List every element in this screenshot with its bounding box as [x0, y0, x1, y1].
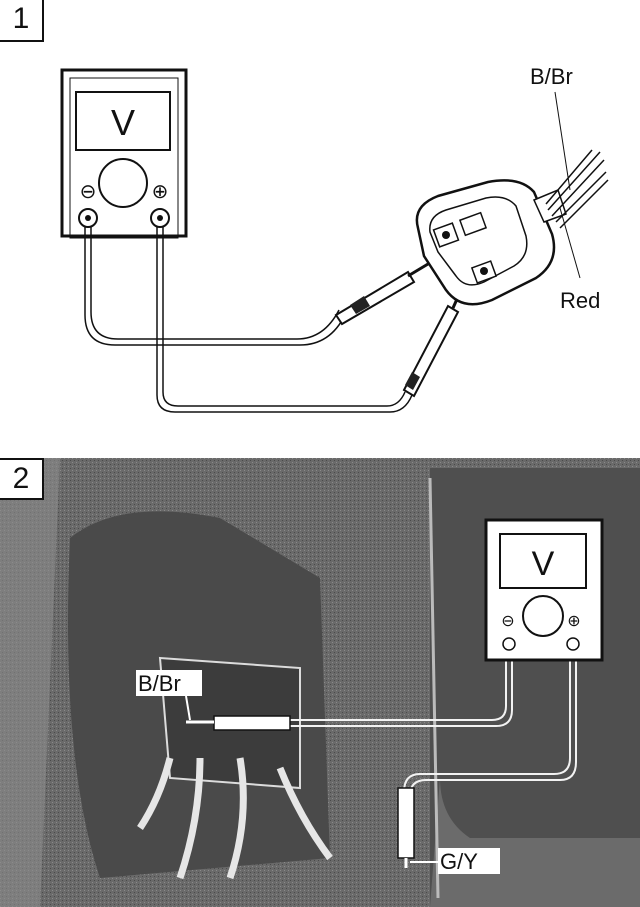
- step-1-panel: V ⊖ ⊕: [0, 0, 640, 452]
- wire-bundle: [545, 149, 609, 229]
- step-2-panel: V ⊖ ⊕ B/Br G/Y 2: [0, 458, 640, 907]
- meter-display: [75, 91, 171, 151]
- wire-label-red: Red: [560, 288, 600, 313]
- panel-divider: [0, 452, 640, 458]
- connector: [415, 179, 567, 306]
- step-2-illustration: V ⊖ ⊕ B/Br G/Y: [0, 458, 640, 907]
- wire-label-bbr-2: B/Br: [138, 671, 181, 696]
- negative-terminal-icon: ⊖: [80, 181, 97, 203]
- meter-display-text-2: V: [532, 545, 555, 583]
- meter-display-text: V: [111, 102, 135, 143]
- step-1-illustration: V ⊖ ⊕: [60, 64, 609, 413]
- step-number-badge: 1: [0, 0, 44, 42]
- wire-label-bbr: B/Br: [530, 64, 573, 89]
- probe-negative: [334, 256, 439, 326]
- positive-terminal-icon-2: ⊕: [567, 613, 580, 630]
- positive-terminal-icon: ⊕: [152, 181, 169, 203]
- wire-label-gy: G/Y: [440, 849, 478, 874]
- callouts: [554, 91, 581, 279]
- test-leads: [84, 227, 413, 413]
- step-number-badge-2: 2: [0, 458, 44, 500]
- meter-dial: [98, 158, 148, 208]
- multimeter: V ⊖ ⊕: [60, 68, 188, 239]
- multimeter-2: V ⊖ ⊕: [484, 518, 604, 662]
- negative-terminal-icon-2: ⊖: [501, 613, 514, 630]
